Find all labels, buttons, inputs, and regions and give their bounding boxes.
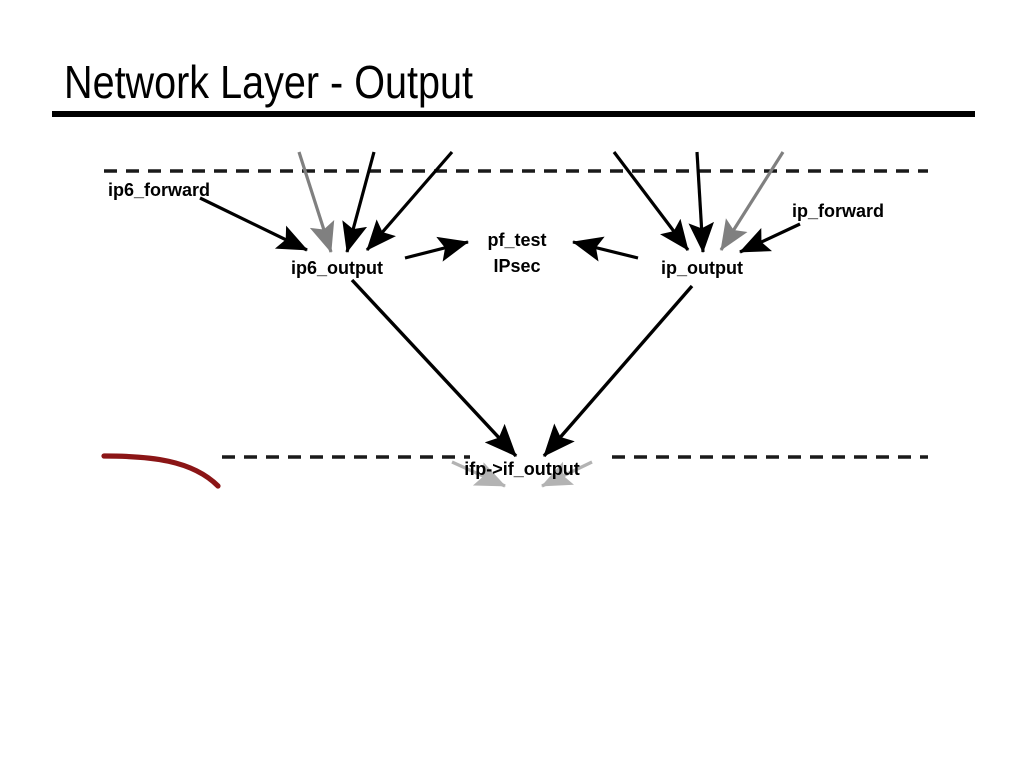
arrow-diagonal-into-ip6-output <box>365 150 454 252</box>
node-label-ip6-output: ip6_output <box>291 258 383 278</box>
red-trace-curve <box>101 453 221 489</box>
arrow-ip-forward-to-ip-output <box>739 222 801 254</box>
faint-gray-arrow-group <box>451 460 593 488</box>
arrow-diagonal-into-ip-output <box>612 151 690 251</box>
node-label-pf-test: pf_test <box>487 230 547 250</box>
node-label-ip6-forward: ip6_forward <box>108 180 211 200</box>
node-label-ipsec: IPsec <box>493 256 541 276</box>
faint-gray-arrow-left <box>451 460 506 488</box>
node-label-ifp-if-output: ifp->if_output <box>464 459 580 479</box>
node-label-ip-forward: ip_forward <box>792 201 885 221</box>
arrow-ip6-output-to-ifp-if-output <box>350 278 518 458</box>
arrow-ip6-output-to-pf-test <box>404 236 469 262</box>
arrow-ip-output-to-pf-test <box>572 236 639 262</box>
faint-gray-arrow-right <box>541 460 593 488</box>
page-title: Network Layer - Output <box>64 56 473 108</box>
arrow-vertical-into-ip-output <box>688 151 715 253</box>
title-underline-rule <box>52 111 975 117</box>
arrow-vertical-into-ip6-output <box>342 151 376 253</box>
arrow-ip6-forward-to-ip6-output <box>199 196 308 252</box>
node-label-ip-output: ip_output <box>661 258 743 278</box>
arrow-gray-into-ip-output <box>719 151 785 251</box>
arrow-ip-output-to-ifp-if-output <box>542 284 694 458</box>
arrow-gray-into-ip6-output <box>297 151 335 253</box>
